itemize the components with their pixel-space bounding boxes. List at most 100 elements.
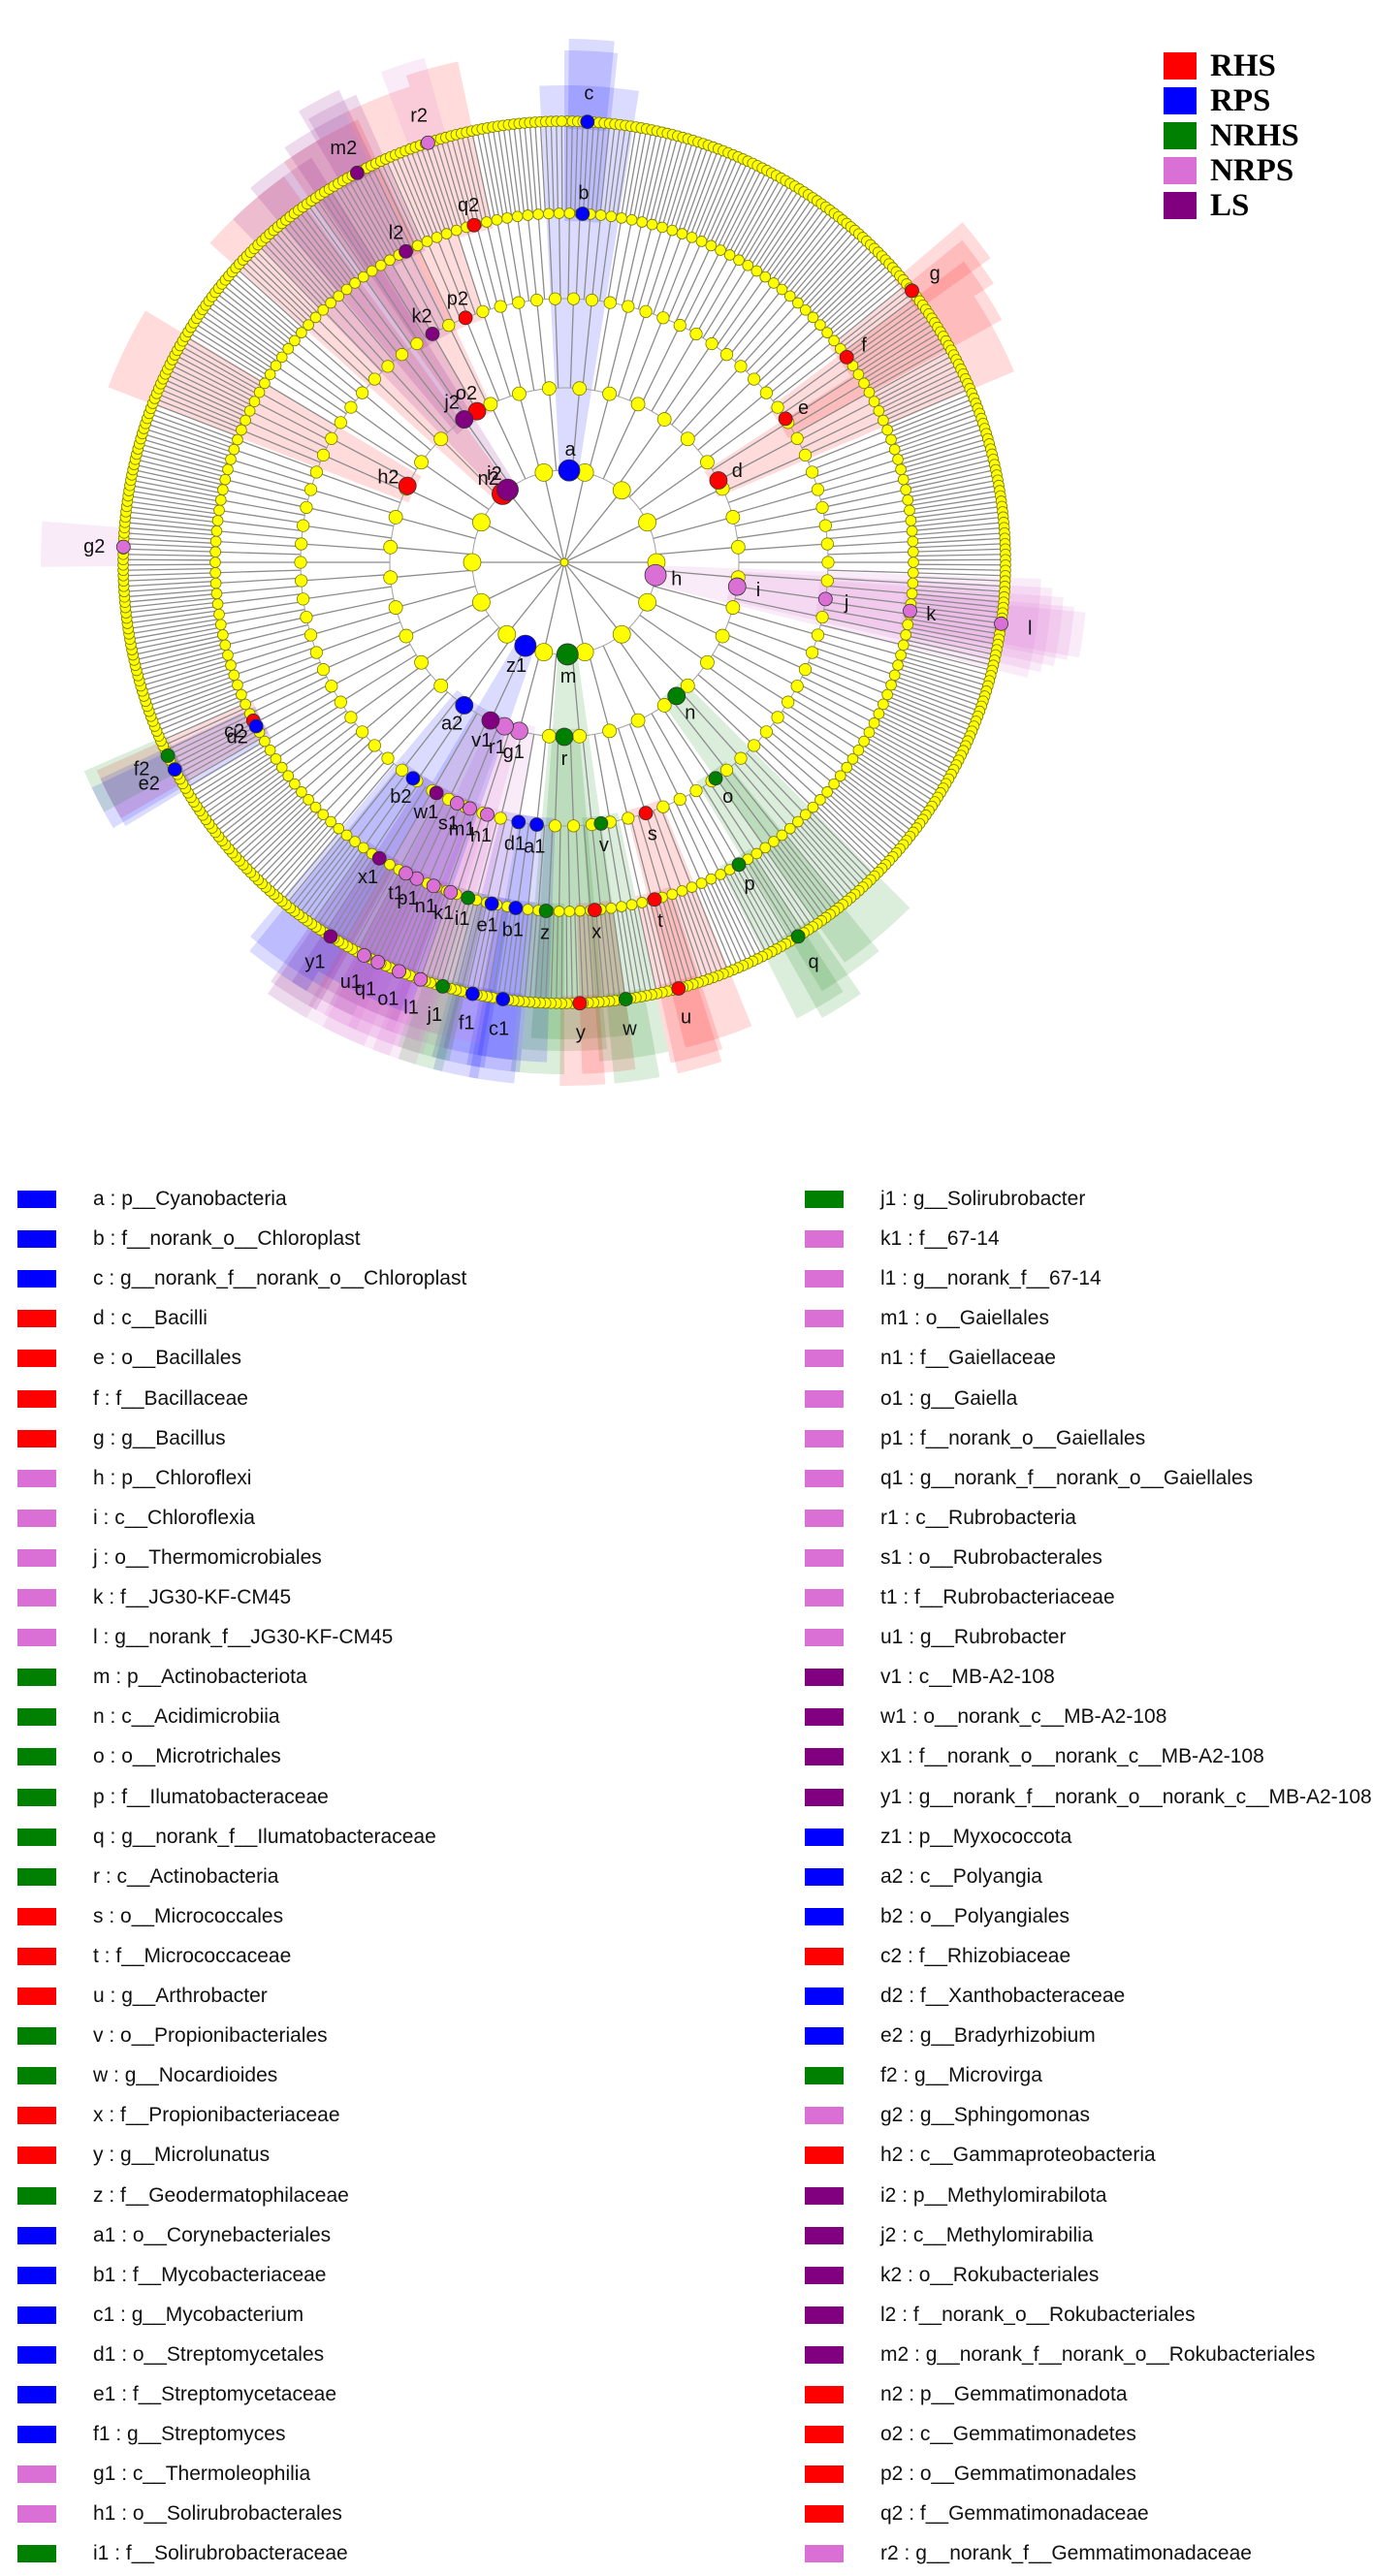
- branch-line: [220, 608, 305, 625]
- lefse-cladogram: abcdefghijklmnopqrstuvxwyza1b1c1d1e1f1g1…: [40, 39, 1086, 1086]
- clade-key-taxon: g__Nocardioides: [124, 2064, 278, 2087]
- branch-line: [150, 407, 238, 441]
- branch-line: [563, 561, 586, 652]
- clade-label: m: [560, 666, 577, 687]
- clade-shade-wedge: [298, 89, 378, 189]
- branch-line: [316, 471, 401, 504]
- branch-line: [912, 580, 1006, 588]
- clade-key-taxon: o__Polyangiales: [919, 1904, 1070, 1927]
- taxon-node: [908, 566, 919, 579]
- clade-key-taxon: p__Methylomirabilota: [912, 2183, 1107, 2207]
- branch-line: [465, 132, 488, 223]
- clade-label: r2: [410, 106, 428, 127]
- branch-line: [129, 622, 221, 640]
- branch-line: [534, 121, 542, 214]
- clade-key-taxon: c__Actinobacteria: [116, 1864, 279, 1888]
- branch-line: [136, 647, 227, 672]
- clade-key-separator: :: [906, 1705, 924, 1729]
- branch-line: [796, 821, 860, 892]
- clade-label: s: [648, 824, 657, 845]
- branch-line: [746, 752, 807, 815]
- clade-key-taxon: g__Streptomyces: [127, 2423, 286, 2446]
- branch-line: [239, 798, 308, 862]
- taxon-node: [821, 786, 833, 798]
- taxon-node: [885, 433, 897, 446]
- branch-line: [216, 585, 303, 594]
- highlighted-node: [248, 718, 264, 734]
- branch-line: [470, 130, 493, 222]
- branch-line: [815, 459, 899, 486]
- branch-line: [518, 909, 529, 1002]
- branch-line: [221, 781, 295, 842]
- branch-line: [653, 516, 734, 540]
- taxon-node: [463, 553, 482, 572]
- branch-line: [475, 817, 499, 901]
- taxon-node: [222, 463, 234, 476]
- branch-line: [790, 226, 851, 298]
- branch-line: [225, 623, 308, 646]
- branch-line: [697, 154, 734, 240]
- clade-label: u: [681, 1006, 691, 1028]
- clade-key-item: f : f__Bacillaceae: [17, 1384, 248, 1414]
- branch-line: [123, 537, 216, 545]
- clade-key-taxon: g__Bradyrhizobium: [919, 2024, 1096, 2048]
- clade-key-taxon: p__Actinobacteriota: [127, 1666, 307, 1689]
- legend-entry: RPS: [1164, 83, 1299, 118]
- branch-line: [868, 733, 949, 780]
- clade-key-separator: :: [104, 1745, 122, 1768]
- branch-line: [907, 626, 999, 646]
- clade-key-taxon: g__Rubrobacter: [919, 1626, 1067, 1649]
- taxon-node: [605, 210, 618, 223]
- branch-line: [275, 710, 347, 760]
- branch-line: [723, 872, 768, 955]
- branch-line: [777, 716, 847, 769]
- clade-key-separator: :: [110, 1666, 128, 1689]
- branch-line: [659, 807, 693, 888]
- taxon-node: [900, 629, 911, 641]
- taxon-node: [225, 659, 237, 671]
- taxon-node: [759, 725, 773, 739]
- taxon-node: [491, 213, 503, 226]
- branch-line: [815, 639, 899, 666]
- taxon-node: [334, 695, 347, 709]
- branch-line: [847, 765, 924, 820]
- clade-label: c: [584, 83, 593, 105]
- taxon-node: [259, 377, 271, 390]
- taxon-node: [676, 885, 688, 897]
- clade-key-item: b1 : f__Mycobacteriaceae: [17, 2261, 327, 2290]
- branch-line: [350, 406, 424, 461]
- branch-line: [659, 237, 693, 318]
- branch-line: [128, 490, 220, 507]
- taxon-node: [630, 713, 646, 728]
- branch-line: [440, 438, 500, 498]
- branch-line: [872, 354, 954, 399]
- branch-line: [225, 279, 297, 340]
- taxon-node: [433, 431, 449, 447]
- branch-line: [719, 168, 763, 251]
- branch-line: [431, 713, 478, 791]
- branch-line: [330, 757, 389, 822]
- clade-key-code: n1: [880, 1347, 904, 1370]
- clade-key-code: v1: [880, 1666, 903, 1689]
- branch-line: [240, 661, 321, 696]
- legend-entry: RHS: [1164, 48, 1299, 83]
- branch-line: [167, 368, 251, 410]
- branch-line: [751, 316, 814, 378]
- clade-key-item: x1 : f__norank_o__norank_c__MB-A2-108: [805, 1742, 1264, 1771]
- clade-key-code: d2: [880, 1985, 904, 2007]
- clade-key-separator: :: [902, 1944, 919, 1967]
- clade-key-swatch: [805, 2147, 844, 2165]
- branch-line: [820, 623, 904, 646]
- taxon-node: [303, 319, 314, 331]
- branch-line: [182, 737, 263, 784]
- clade-key-taxon: c__Thermoleophilia: [132, 2463, 311, 2486]
- branch-line: [909, 618, 1001, 635]
- branch-line: [419, 144, 452, 233]
- taxon-node: [575, 643, 594, 662]
- branch-line: [680, 366, 742, 433]
- branch-line: [587, 393, 611, 474]
- branch-line: [752, 191, 805, 270]
- taxon-node: [381, 360, 395, 373]
- branch-line: [798, 400, 875, 442]
- branch-line: [825, 520, 911, 532]
